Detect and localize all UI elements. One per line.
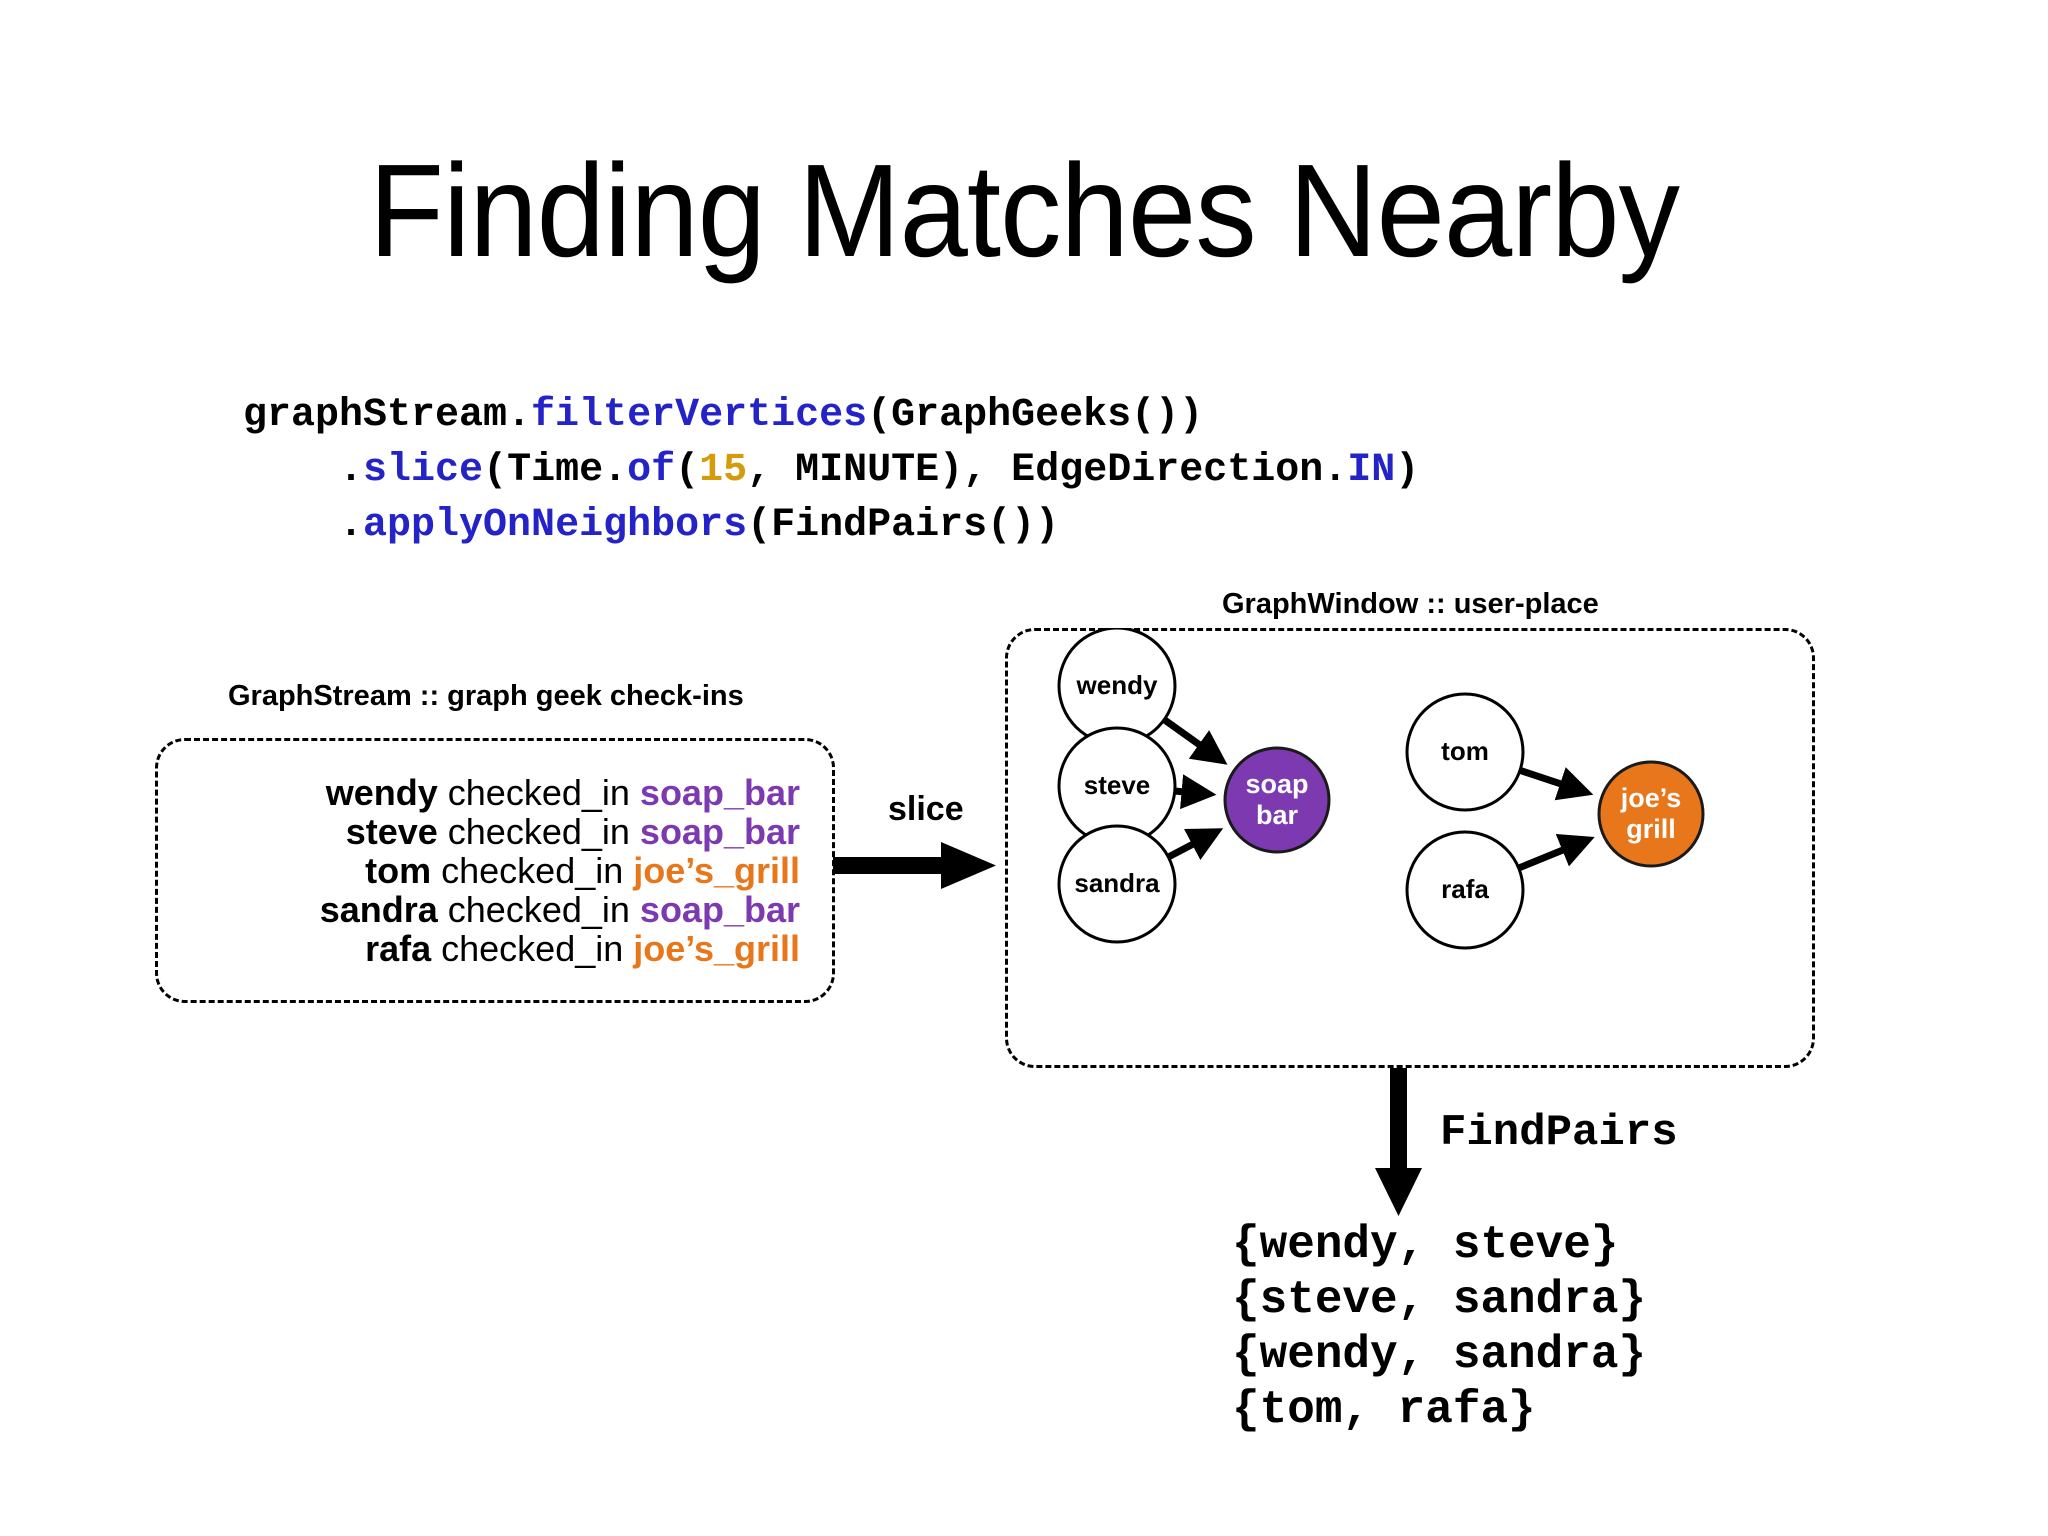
code-token: (	[675, 448, 700, 493]
place-node-circle	[1597, 760, 1705, 868]
checkin-person: steve	[345, 811, 438, 852]
person-node: tom	[1405, 692, 1525, 812]
checkin-verb: checked_in	[437, 889, 640, 930]
checkin-row: sandra checked_in soap_bar	[175, 890, 800, 929]
person-node-label: sandra	[1074, 868, 1160, 898]
person-node-circle	[1405, 692, 1525, 812]
checkin-person: rafa	[365, 928, 432, 969]
code-token: (Time.	[483, 448, 628, 493]
findpairs-arrow-icon	[1375, 1068, 1422, 1216]
checkin-place: soap_bar	[639, 811, 800, 852]
checkin-place: joe’s_grill	[633, 850, 800, 891]
person-node-circle	[1405, 830, 1525, 950]
code-line: .applyOnNeighbors(FindPairs())	[243, 498, 1419, 553]
checkin-person: sandra	[319, 889, 438, 930]
code-line: graphStream.filterVertices(GraphGeeks())	[243, 388, 1419, 443]
output-pair: {tom, rafa}	[1232, 1384, 1536, 1436]
checkin-row: wendy checked_in soap_bar	[175, 773, 800, 812]
output-pair: {steve, sandra}	[1232, 1274, 1647, 1326]
output-pair: {wendy, sandra}	[1232, 1329, 1647, 1381]
code-token: slice	[363, 448, 484, 493]
graph-edge	[1167, 828, 1224, 861]
page-title: Finding Matches Nearby	[368, 137, 1680, 284]
checkin-person: wendy	[325, 772, 438, 813]
graph-edge	[1163, 717, 1228, 765]
code-token: of	[627, 448, 676, 493]
graphwindow-caption: GraphWindow :: user-place	[1222, 588, 1599, 620]
checkin-verb: checked_in	[437, 811, 640, 852]
person-node-circle	[1057, 824, 1177, 944]
code-token: 15	[699, 448, 748, 493]
code-snippet: graphStream.filterVertices(GraphGeeks())…	[243, 388, 1419, 553]
checkin-place: soap_bar	[639, 772, 800, 813]
code-line: .slice(Time.of(15, MINUTE), EdgeDirectio…	[243, 443, 1419, 498]
person-node-label: rafa	[1441, 874, 1489, 904]
person-node: steve	[1057, 726, 1177, 846]
checkin-row: steve checked_in soap_bar	[175, 812, 800, 851]
output-pairs-list: {wendy, steve}{steve, sandra}{wendy, san…	[1232, 1218, 1646, 1438]
place-node-label-line1: soap	[1245, 769, 1308, 799]
checkin-row: rafa checked_in joe’s_grill	[175, 929, 800, 968]
graphstream-box	[155, 738, 835, 1003]
checkin-place: joe’s_grill	[633, 928, 800, 969]
slice-label: slice	[888, 790, 964, 828]
person-node: rafa	[1405, 830, 1525, 950]
place-node-label-line2: bar	[1256, 800, 1299, 830]
person-node: sandra	[1057, 824, 1177, 944]
findpairs-label: FindPairs	[1440, 1108, 1678, 1158]
graphstream-caption: GraphStream :: graph geek check-ins	[228, 680, 744, 712]
code-token: (GraphGeeks())	[867, 393, 1204, 438]
slice-arrow-icon	[833, 842, 996, 889]
code-token: graphStream.	[243, 393, 532, 438]
checkin-place: soap_bar	[639, 889, 800, 930]
code-token: .	[243, 448, 364, 493]
output-pair: {wendy, steve}	[1232, 1219, 1619, 1271]
graph-edge	[1518, 834, 1595, 871]
graph-edge	[1175, 774, 1217, 810]
checkin-verb: checked_in	[431, 928, 634, 969]
code-token: applyOnNeighbors	[363, 503, 748, 548]
graph-edge	[1519, 767, 1594, 801]
code-token: )	[1395, 448, 1420, 493]
checkin-verb: checked_in	[437, 772, 640, 813]
checkin-row: tom checked_in joe’s_grill	[175, 851, 800, 890]
person-node-label: wendy	[1076, 670, 1158, 700]
code-token: , MINUTE), EdgeDirection.	[747, 448, 1348, 493]
code-token: filterVertices	[531, 393, 868, 438]
person-node-label: steve	[1084, 770, 1151, 800]
code-token: (FindPairs())	[747, 503, 1060, 548]
code-token: .	[243, 503, 364, 548]
place-node-label-line1: joe’s	[1620, 783, 1682, 813]
place-node-circle	[1223, 746, 1331, 854]
place-node-label-line2: grill	[1626, 814, 1676, 844]
checkin-person: tom	[365, 850, 432, 891]
checkin-verb: checked_in	[431, 850, 634, 891]
person-node-label: tom	[1441, 736, 1489, 766]
code-token: IN	[1347, 448, 1396, 493]
